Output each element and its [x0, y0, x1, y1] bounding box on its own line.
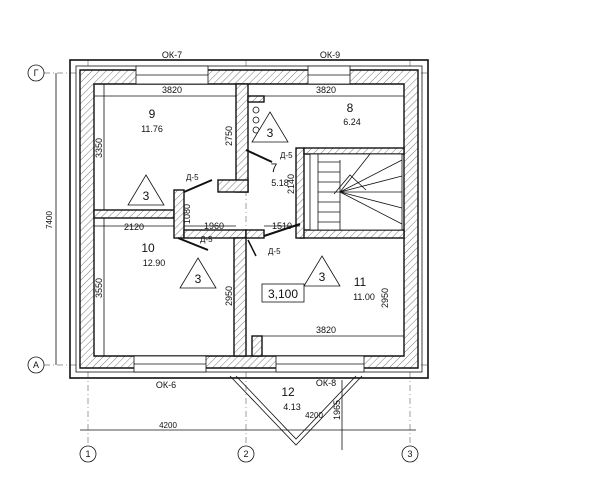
dim-3350: 3350: [94, 138, 104, 158]
dim-2950-right: 2950: [380, 288, 390, 308]
svg-text:1: 1: [85, 449, 90, 459]
room-number-8: 8: [347, 101, 354, 115]
dim-1960: 1960: [204, 221, 224, 231]
room-area-12: 4.13: [283, 402, 301, 412]
axis-marker-2: 2: [237, 445, 255, 463]
window-label-ok8: ОК-8: [316, 378, 336, 388]
room-number-11: 11: [354, 275, 367, 289]
axis-marker-1: 1: [79, 445, 97, 463]
svg-text:Г: Г: [34, 68, 39, 78]
dim-2120: 2120: [124, 222, 144, 232]
dim-1080: 1080: [182, 204, 192, 224]
dim-7400: 7400: [45, 211, 54, 229]
room-area-10: 12.90: [143, 258, 166, 268]
interior-walls: [93, 83, 405, 357]
axis-marker-g: Г: [27, 64, 45, 82]
dim-2750: 2750: [224, 126, 234, 146]
dimension-lines: [55, 73, 416, 450]
window-label-ok7: ОК-7: [162, 50, 182, 60]
room-area-11: 11.00: [353, 292, 375, 302]
door-label-d5-d: Д-5: [280, 151, 293, 160]
dim-1510: 1510: [272, 221, 292, 231]
floor-level-box: 3,100: [261, 283, 305, 303]
dim-3550: 3550: [94, 278, 104, 298]
dim-3820-room9: 3820: [162, 85, 182, 95]
room-number-12: 12: [281, 385, 295, 399]
window-openings: [133, 65, 365, 373]
staircase: [309, 153, 403, 231]
svg-text:А: А: [33, 360, 39, 370]
svg-text:3: 3: [195, 272, 202, 286]
svg-text:3: 3: [319, 270, 326, 284]
dim-4200-right: 4200: [305, 411, 323, 420]
finish-mark-room9: 3: [127, 174, 165, 206]
window-label-ok6: ОК-6: [156, 380, 176, 390]
room-area-8: 6.24: [343, 117, 361, 127]
dim-3820-room11: 3820: [316, 325, 336, 335]
room-number-7: 7: [271, 161, 278, 175]
balcony-outline: [229, 375, 363, 446]
finish-mark-room10: 3: [179, 257, 217, 289]
finish-mark-room7: 3: [251, 111, 289, 143]
room-area-7: 5.18: [271, 178, 289, 188]
dim-2950-left: 2950: [224, 286, 234, 306]
dim-1965: 1965: [332, 400, 342, 420]
axis-marker-3: 3: [401, 445, 419, 463]
svg-text:3: 3: [267, 126, 274, 140]
ventilation-ducts: [252, 106, 260, 134]
finish-mark-room11: 3: [303, 255, 341, 287]
floor-level-value: 3,100: [268, 287, 298, 301]
exterior-walls: [69, 59, 429, 379]
dim-4200-left: 4200: [159, 421, 177, 430]
door-label-d5-b: Д-5: [200, 235, 213, 244]
room-area-9: 11.76: [141, 124, 163, 134]
door-label-d5-a: Д-5: [186, 173, 199, 182]
dim-3820-room8: 3820: [316, 85, 336, 95]
dim-2140: 2140: [286, 174, 296, 194]
door-label-d5-c: Д-5: [268, 247, 281, 256]
room-number-10: 10: [141, 241, 155, 255]
room-number-9: 9: [149, 107, 156, 121]
svg-text:3: 3: [143, 189, 150, 203]
svg-text:3: 3: [407, 449, 412, 459]
window-label-ok9: ОК-9: [320, 50, 340, 60]
svg-text:2: 2: [243, 449, 248, 459]
axis-marker-a: А: [27, 356, 45, 374]
